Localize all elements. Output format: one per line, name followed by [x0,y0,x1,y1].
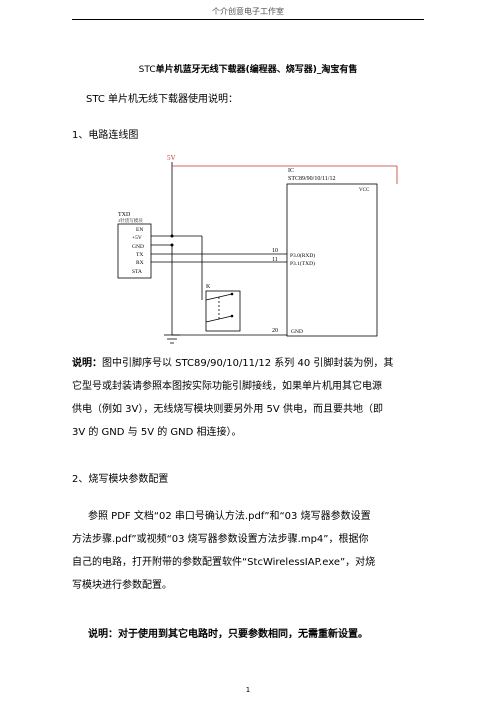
label-module-ref: TXD [118,212,131,218]
label-ic-vcc: VCC [359,188,370,193]
note2-text: 说明：对于使用到其它电路时，只要参数相同，无需重新设置。 [88,629,368,640]
section2-line-1: 参照 PDF 文档“02 串口号确认方法.pdf”和“03 烧写器参数设置 [88,511,371,522]
label-ic-part: STC89/90/10/11/12 [288,176,335,182]
note1-line-4: 3V 的 GND 与 5V 的 GND 相连接）。 [72,427,242,438]
note1-line-3: 供电（例如 3V），无线烧写模块则要另外用 5V 供电，而且要共地（即 [72,404,383,415]
document-title: STC单片机蓝牙无线下载器(编程器、烧写器)_淘宝有售 [72,62,424,75]
label-module-name: 4针烧写模块 [118,217,143,224]
note1-paragraph: 说明：图中引脚序号以 STC89/90/10/11/12 系列 40 引脚封装为… [72,352,428,444]
label-pin-20: 20 [272,328,278,334]
title-main: 单片机蓝牙无线下载器(编程器、烧写器)_淘宝有售 [155,65,358,75]
header-rule [72,19,424,20]
page-number: 1 [245,686,251,694]
label-pin-11: 11 [272,257,278,263]
page-header: 个介创意电子工作室 [212,7,284,16]
ic-box [286,183,378,337]
module-pin-gnd: GND [132,244,144,250]
section1-heading: 1、电路连线图 [72,130,139,141]
circuit-diagram: 5V IC STC89/90/10/11/12 VCC P3.0(RXD) P3… [117,154,398,344]
module-pin-tx: TX [136,252,143,258]
module-pin-5v: +5V [132,235,142,241]
section2-line-4: 写模块进行参数配置。 [72,580,172,591]
note1-line-1: 说明：图中引脚序号以 STC89/90/10/11/12 系列 40 引脚封装为… [72,358,394,369]
label-switch-ref: K [206,284,211,290]
module-box [117,223,152,279]
intro-text: STC 单片机无线下载器使用说明： [86,94,239,105]
section2-line-3: 自己的电路，打开附带的参数配置软件“StcWirelessIAP.exe”，对烧 [72,557,376,568]
module-pin-sta: STA [132,269,142,275]
label-ic-ref: IC [288,168,294,174]
junction-5v [170,234,174,238]
module-pin-rx: RX [136,260,144,266]
title-prefix: STC [138,65,156,75]
switch-box [205,290,241,332]
junction-gnd [170,243,174,247]
section2-paragraph: 参照 PDF 文档“02 串口号确认方法.pdf”和“03 烧写器参数设置 方法… [72,505,428,597]
note1-label: 说明： [72,358,102,369]
switch-contact-1 [230,292,234,296]
label-ic-p30: P3.0(RXD) [290,252,315,259]
module-pin-en: EN [136,227,143,233]
switch-contact-2 [230,314,234,318]
note1-line-2: 它型号或封装请参照本图按实际功能引脚接线，如果单片机用其它电源 [72,381,382,392]
section2-heading: 2、烧写模块参数配置 [72,474,169,485]
label-pin-10: 10 [272,248,278,254]
label-5v: 5V [167,154,176,162]
label-ic-gnd: GND [291,329,303,335]
label-ic-p31: P3.1(TXD) [290,260,315,267]
section2-line-2: 方法步骤.pdf”或视频“03 烧写器参数设置方法步骤.mp4”，根据你 [72,534,369,545]
